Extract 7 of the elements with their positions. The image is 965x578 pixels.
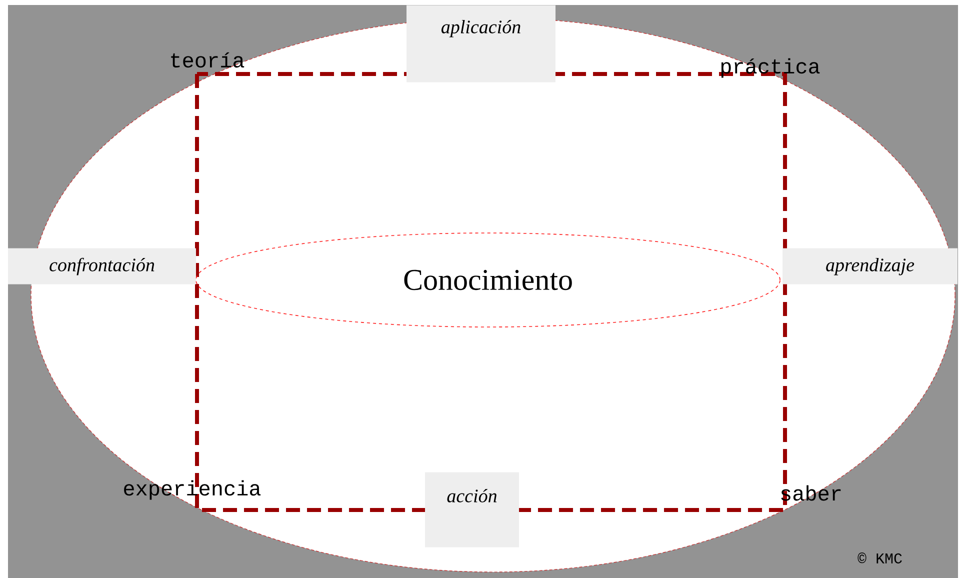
copyright-note: © KMC — [858, 552, 902, 564]
label-tab: acción — [425, 472, 519, 548]
label-tab: aplicación — [406, 5, 556, 82]
label-tab: confrontación — [8, 248, 196, 284]
corner-label: teoría — [171, 52, 244, 68]
label-tab: aprendizaje — [782, 248, 958, 284]
corner-label: experiencia — [124, 480, 261, 500]
